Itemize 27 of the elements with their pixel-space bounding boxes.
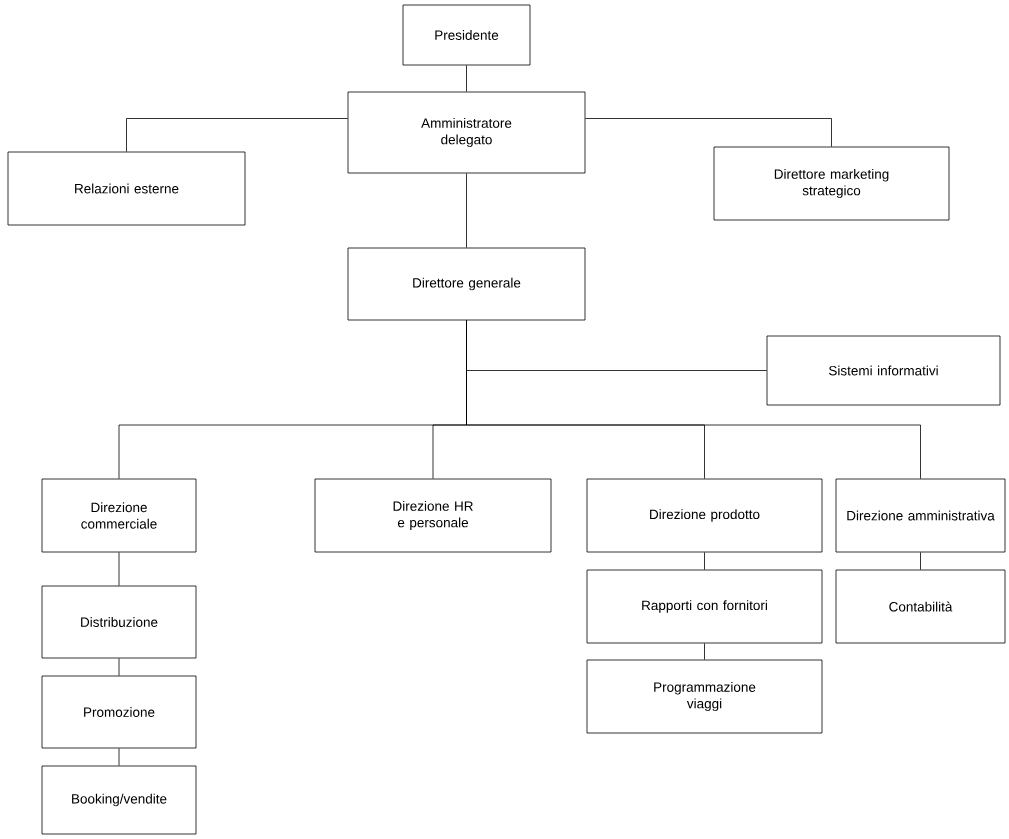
org-box: Direttore generale [347, 247, 586, 321]
connector-line [704, 643, 705, 660]
connector-line [118, 658, 120, 676]
org-box: Distribuzione [41, 585, 197, 659]
org-box: Booking/vendite [41, 765, 197, 835]
org-box: Contabilità [835, 569, 1006, 644]
org-box: Direzione commerciale [41, 478, 197, 553]
connector-line [585, 118, 832, 147]
org-box: Direzione amministrativa [835, 478, 1006, 553]
org-box: Programmazione viaggi [586, 659, 823, 734]
connector-line [704, 552, 705, 570]
connector-line [466, 173, 467, 248]
connector-line [466, 320, 921, 479]
connector-line [126, 118, 348, 152]
org-box: Direzione HR e personale [314, 478, 552, 553]
org-box: Promozione [41, 675, 197, 749]
org-box: Rapporti con fornitori [586, 569, 823, 644]
org-box: Presidente [402, 4, 531, 66]
org-box: Direzione prodotto [586, 478, 823, 553]
connector-line [118, 748, 120, 766]
org-box: Direttore marketing strategico [713, 146, 950, 221]
connector-line [466, 65, 467, 92]
connector-line [118, 552, 120, 586]
org-box: Sistemi informativi [766, 335, 1001, 406]
org-box: Relazioni esterne [7, 151, 246, 226]
connector-line [920, 552, 921, 570]
org-box: Amministratore delegato [347, 91, 586, 174]
